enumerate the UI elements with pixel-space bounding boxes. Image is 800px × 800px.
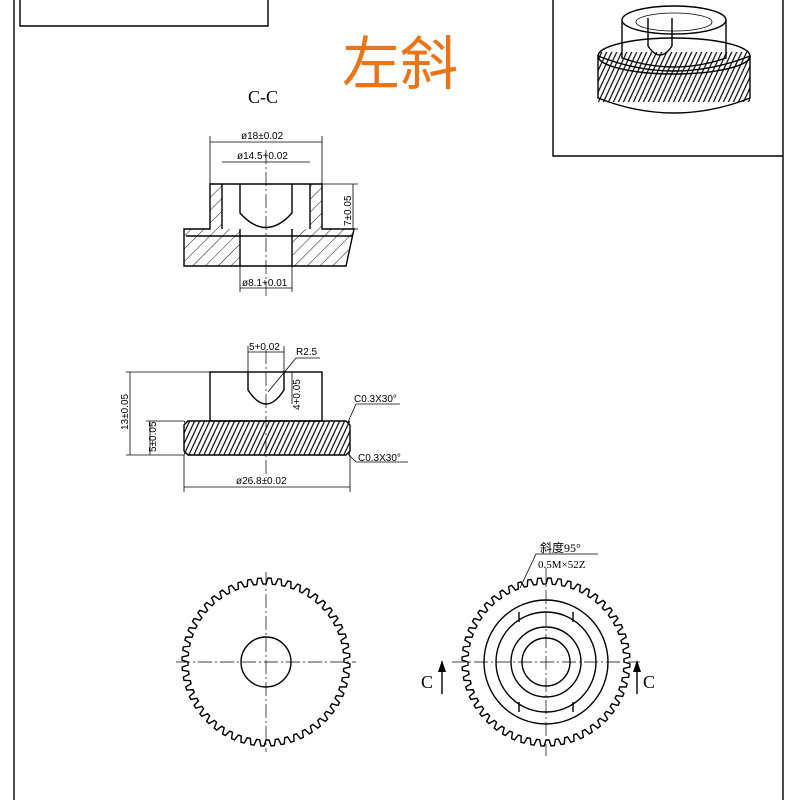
module-teeth-label: 0.5M×52Z: [538, 559, 586, 571]
dim-slot-depth: 4+0.05: [292, 379, 303, 410]
dim-height: 7±0.05: [343, 195, 354, 226]
section-marker-right-letter: C: [643, 672, 655, 692]
section-view: ø18±0.02 ø14.5+0.02 7±0.05 ø8.1+0.01: [183, 131, 358, 298]
side-view: 5+0.02 R2.5 4+0.05 13±0.05 5±0.05 ø26.8±…: [120, 342, 408, 492]
chamfer-top-label: C0.3X30°: [354, 394, 397, 405]
dim-slot-width: 5+0.02: [249, 342, 280, 353]
gear-back-view: 斜度95° 0.5M×52Z: [452, 540, 640, 756]
chamfer-bottom-label: C0.3X30°: [358, 453, 401, 464]
title-text: 左斜: [342, 32, 458, 97]
section-marker-left-letter: C: [421, 672, 433, 692]
dim-inner-diameter: ø14.5+0.02: [237, 151, 288, 162]
iso-gear-preview: [597, 5, 751, 114]
section-marker-left: C: [421, 660, 446, 694]
helix-angle-label: 斜度95°: [540, 540, 581, 555]
section-marker-right: C: [633, 660, 655, 694]
sheet-frame: [13, 0, 784, 800]
dim-bore-diameter: ø8.1+0.01: [242, 278, 288, 289]
dim-outer-diameter: ø18±0.02: [241, 131, 284, 142]
dim-total-height: 13±0.05: [120, 393, 131, 430]
section-label: C-C: [248, 87, 278, 107]
gear-front-view: [176, 572, 356, 752]
dim-gear-diameter: ø26.8±0.02: [236, 476, 287, 487]
dim-gear-height: 5±0.05: [148, 421, 159, 452]
dim-radius: R2.5: [296, 347, 318, 358]
